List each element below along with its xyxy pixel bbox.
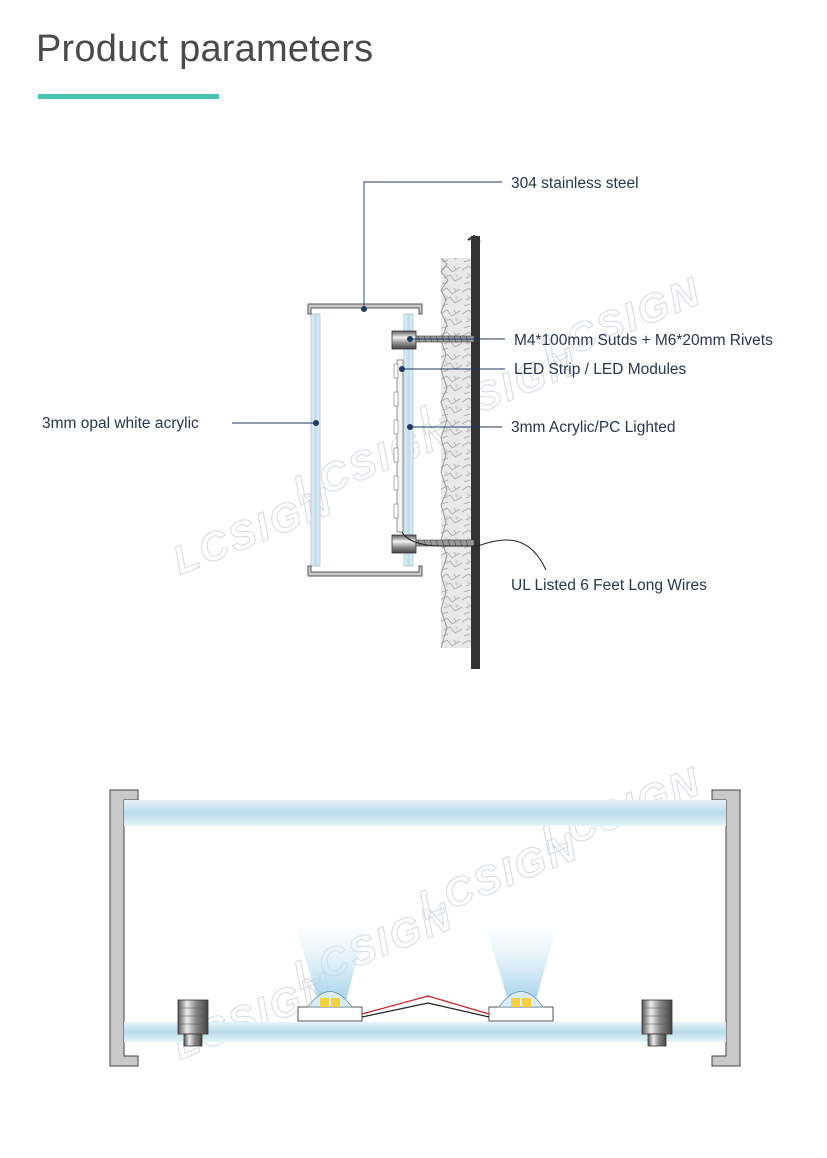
wall-backing <box>471 236 480 669</box>
label-stainless: 304 stainless steel <box>511 175 639 192</box>
bottom-stainless-return <box>307 565 423 577</box>
wire <box>401 531 547 571</box>
light-beam-left <box>296 928 366 1000</box>
watermarks: LCSIGN LCSIGN LCSIGN LCSIGN LCSIGN LCSIG… <box>166 269 708 1069</box>
label-opal: 3mm opal white acrylic <box>42 415 199 432</box>
back-acrylic-base <box>124 1022 726 1042</box>
label-led: LED Strip / LED Modules <box>514 361 687 378</box>
led-strip <box>393 359 404 533</box>
label-wires: UL Listed 6 Feet Long Wires <box>511 577 707 594</box>
opal-acrylic-face <box>310 313 321 567</box>
side-view: 304 stainless steel M4*100mm Sutds + M6*… <box>42 175 773 669</box>
label-studs: M4*100mm Sutds + M6*20mm Rivets <box>514 332 773 349</box>
rivet-left <box>177 999 209 1047</box>
right-stainless-channel <box>711 789 741 1067</box>
rivet-right <box>641 999 673 1047</box>
led-module-right <box>488 991 554 1022</box>
back-acrylic-panel <box>403 313 414 567</box>
front-acrylic-panel <box>124 800 726 826</box>
watermark-4: LCSIGN <box>535 269 708 373</box>
module-wire-red <box>361 995 490 1015</box>
leader-dots <box>313 306 413 430</box>
stone-wall-edge <box>440 257 449 649</box>
leader-stainless <box>363 181 502 308</box>
left-stainless-channel <box>109 789 139 1067</box>
leader-lines <box>232 181 505 428</box>
light-beam-right <box>486 928 556 1000</box>
page-title: Product parameters <box>36 28 374 70</box>
wall-break-top <box>467 234 481 243</box>
title-underline <box>38 94 219 99</box>
top-stainless-return <box>307 303 423 315</box>
label-acrylic-pc: 3mm Acrylic/PC Lighted <box>511 419 676 436</box>
led-module-left <box>297 991 363 1022</box>
module-wire-black <box>361 1002 490 1018</box>
cross-section-view <box>109 789 741 1067</box>
